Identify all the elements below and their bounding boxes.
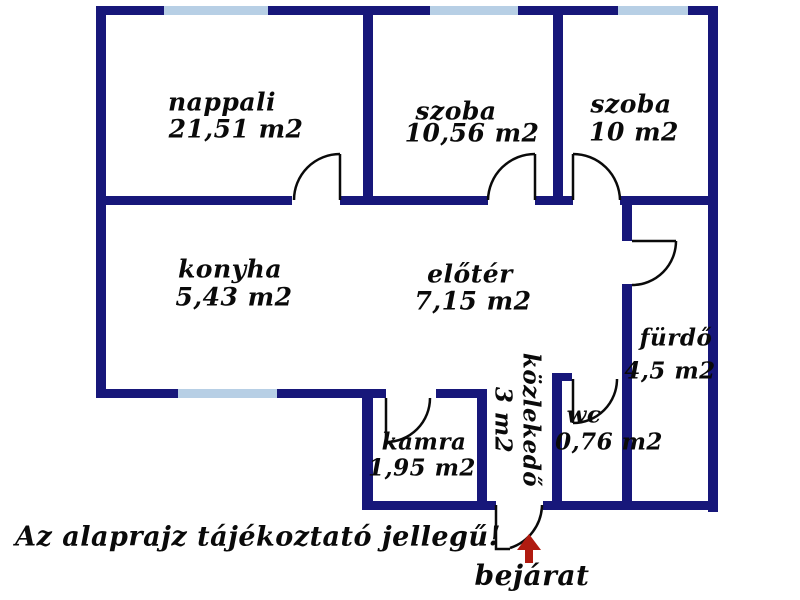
room-area-kamra: 1,95 m2 xyxy=(368,454,476,482)
room-area-szoba1: 10,56 m2 xyxy=(404,118,540,148)
wall-mid-2 xyxy=(340,196,488,205)
window-nappali xyxy=(164,6,268,15)
arrow-head xyxy=(517,534,541,550)
wall-right xyxy=(708,6,718,512)
wall-furdo-left-upper xyxy=(622,196,632,241)
door-entrance xyxy=(494,504,544,551)
room-area-szoba2: 10 m2 xyxy=(589,117,679,147)
room-label-furdo: fürdő xyxy=(639,324,713,352)
door-kamra xyxy=(384,397,432,444)
wall-kamra-top-1 xyxy=(373,389,386,398)
door-nappali xyxy=(292,152,342,201)
room-label-szoba1: szoba xyxy=(415,96,497,126)
wall-nappali-szoba xyxy=(363,6,373,205)
room-label-wc: wc xyxy=(566,401,602,429)
room-label-kozlekedo: közlekedő xyxy=(517,352,545,488)
room-label-kamra: kamra xyxy=(381,428,467,456)
entrance-arrow-icon xyxy=(517,534,541,563)
door-szoba1 xyxy=(486,152,537,201)
wall-mid-3 xyxy=(535,196,573,205)
door-szoba2 xyxy=(571,152,622,201)
door-wc xyxy=(571,378,619,425)
wall-kamra-right xyxy=(477,389,487,510)
wall-mid-1 xyxy=(96,196,292,205)
room-area-nappali: 21,51 m2 xyxy=(168,114,304,144)
wall-bottom-left xyxy=(362,501,496,510)
room-label-szoba2: szoba xyxy=(590,89,672,119)
room-label-eloter: előtér xyxy=(427,259,513,289)
wall-szoba-szoba xyxy=(553,6,563,205)
wall-wc-top-stub xyxy=(552,373,572,381)
wall-wc-left xyxy=(552,373,562,510)
wall-kamra-left xyxy=(362,389,373,510)
window-szoba1 xyxy=(430,6,518,15)
window-szoba2 xyxy=(618,6,688,15)
doors xyxy=(292,152,678,551)
room-area-furdo: 4,5 m2 xyxy=(624,357,716,385)
windows xyxy=(164,6,688,398)
wall-kamra-top-2 xyxy=(436,389,477,398)
door-furdo xyxy=(631,239,678,287)
entrance-label: bejárat xyxy=(474,559,590,592)
room-label-konyha: konyha xyxy=(177,254,283,284)
disclaimer-text: Az alaprajz tájékoztató jellegű! xyxy=(15,521,501,553)
arrow-shaft xyxy=(525,550,533,563)
room-label-nappali: nappali xyxy=(167,87,277,117)
wall-furdo-left-lower xyxy=(622,284,632,510)
window-konyha xyxy=(178,389,277,398)
room-area-kozlekedo: 3 m2 xyxy=(489,386,517,454)
room-area-eloter: 7,15 m2 xyxy=(414,286,532,316)
room-area-konyha: 5,43 m2 xyxy=(175,282,293,312)
wall-top xyxy=(100,6,718,15)
wall-mid-4 xyxy=(620,196,718,205)
room-area-wc: 0,76 m2 xyxy=(555,428,663,456)
